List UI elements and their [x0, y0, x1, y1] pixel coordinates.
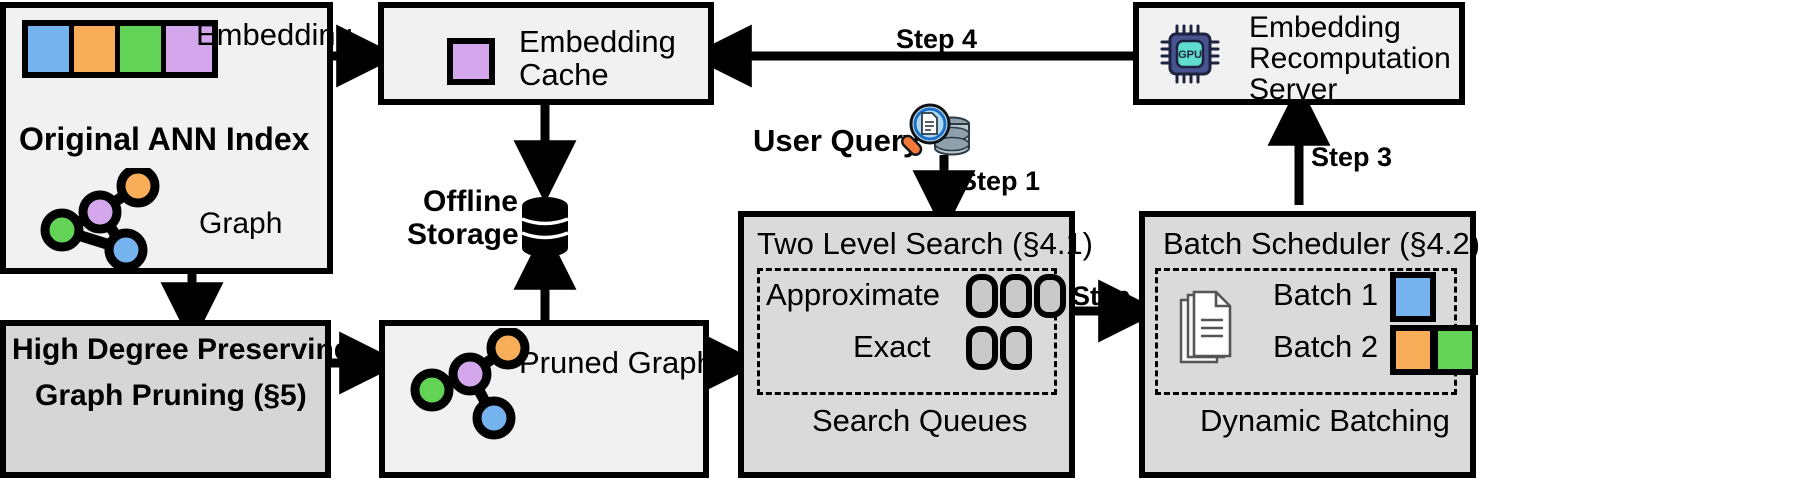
ann-graph-illustration [40, 168, 160, 268]
batch-scheduler-title: Batch Scheduler (§4.2) [1163, 226, 1481, 261]
dynamic-batching-footer: Dynamic Batching [1200, 403, 1450, 438]
recomputation-server-line2: Recomputation [1249, 42, 1451, 75]
step-4-label: Step 4 [896, 24, 978, 54]
two-level-search-title: Two Level Search (§4.1) [757, 226, 1094, 261]
pruned-graph-illustration [410, 328, 530, 440]
embedding-label: Embedding [196, 17, 353, 52]
graph-pruning-box [0, 320, 331, 478]
embedding-cell [166, 26, 212, 72]
embedding-cache-box [378, 2, 714, 105]
offline-storage-line2: Storage [407, 218, 519, 251]
embedding-cell [28, 26, 74, 72]
embedding-cache-label-line2: Cache [519, 57, 609, 92]
step-3-label: Step 3 [1311, 142, 1393, 172]
search-queues-footer: Search Queues [812, 403, 1028, 438]
approximate-row-label: Approximate [766, 277, 941, 312]
documents-stack-icon [1179, 290, 1232, 364]
user-query-label: User Query [753, 123, 921, 158]
recomputation-server-line3: Server [1249, 73, 1338, 106]
exact-queue-slot [1000, 326, 1032, 370]
approximate-queue-slot [1000, 274, 1032, 318]
embedding-cache-label-line1: Embedding [519, 24, 676, 59]
embedding-cell [120, 26, 166, 72]
approximate-queue-slot [1034, 274, 1066, 318]
batch-2-swatch [1390, 325, 1436, 375]
search-queues-panel [757, 268, 1057, 395]
embedding-cell [74, 26, 120, 72]
graph-label: Graph [199, 207, 283, 240]
graph-pruning-line1: High Degree Preserving [12, 333, 353, 366]
database-cylinder-icon [521, 197, 569, 257]
svg-text:GPU: GPU [1178, 49, 1202, 61]
batch-1-label: Batch 1 [1273, 277, 1379, 312]
batch-1-swatch [1390, 272, 1436, 322]
batch-2-swatch [1432, 325, 1478, 375]
embedding-cache-swatch [447, 38, 495, 85]
magnifier-database-icon [901, 103, 970, 156]
exact-row-label: Exact [853, 329, 931, 364]
step-1-label: Step 1 [959, 166, 1041, 196]
two-level-search-box [738, 211, 1075, 478]
offline-storage-line1: Offline [423, 185, 518, 218]
approximate-queue-slot [966, 274, 998, 318]
recomputation-server-line1: Embedding [1249, 11, 1401, 44]
exact-queue-slot [966, 326, 998, 370]
graph-pruning-line2: Graph Pruning (§5) [35, 379, 307, 412]
gpu-chip-icon: GPU [1160, 24, 1220, 84]
pruned-graph-label: Pruned Graph [519, 345, 714, 380]
original-ann-index-title: Original ANN Index [19, 121, 310, 157]
batch-2-label: Batch 2 [1273, 329, 1379, 364]
embedding-strip [22, 20, 218, 78]
